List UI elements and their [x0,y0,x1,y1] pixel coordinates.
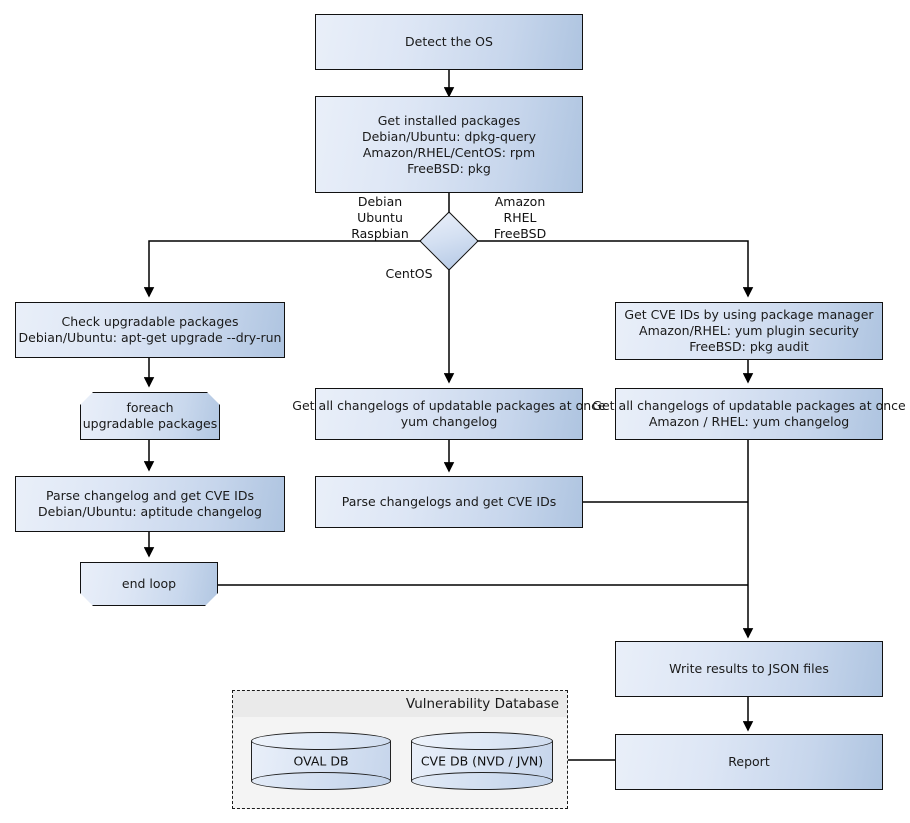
branch-label-center: CentOS [385,266,433,281]
node-detect-os[interactable]: Detect the OS [315,14,583,70]
cylinder-bottom [411,772,553,790]
database-cylinder-cve-label: CVE DB (NVD / JVN) [420,753,544,769]
node-report-label: Report [728,754,770,769]
cylinder-top [251,732,391,750]
node-detect-os-label: Detect the OS [405,34,493,49]
group-vulnerability-database-title: Vulnerability Database [233,691,567,717]
node-report[interactable]: Report [615,734,883,790]
node-end-loop-label: end loop [121,576,177,591]
group-vulnerability-database: Vulnerability Database OVAL DB CVE DB (N… [232,690,568,809]
database-cylinder-cve[interactable]: CVE DB (NVD / JVN) [411,732,553,790]
node-write-results-json-label: Write results to JSON files [669,661,829,676]
node-get-changelogs-rhel[interactable]: Get all changelogs of updatable packages… [592,388,906,440]
node-parse-changelogs-centos-label: Parse changelogs and get CVE IDs [341,494,557,509]
node-write-results-json[interactable]: Write results to JSON files [615,641,883,697]
node-parse-changelogs-centos[interactable]: Parse changelogs and get CVE IDs [315,476,583,528]
cylinder-top [411,732,553,750]
node-get-changelogs-centos[interactable]: Get all changelogs of updatable packages… [292,388,606,440]
node-os-decision[interactable] [419,211,479,271]
edge-decision-right [470,240,754,298]
node-get-changelogs-centos-label: Get all changelogs of updatable packages… [292,398,606,429]
cylinder-bottom [251,772,391,790]
database-cylinder-oval-label: OVAL DB [293,753,349,769]
node-get-changelogs-rhel-label: Get all changelogs of updatable packages… [592,398,906,429]
database-cylinder-oval[interactable]: OVAL DB [251,732,391,790]
node-end-loop[interactable]: end loop [80,562,218,606]
